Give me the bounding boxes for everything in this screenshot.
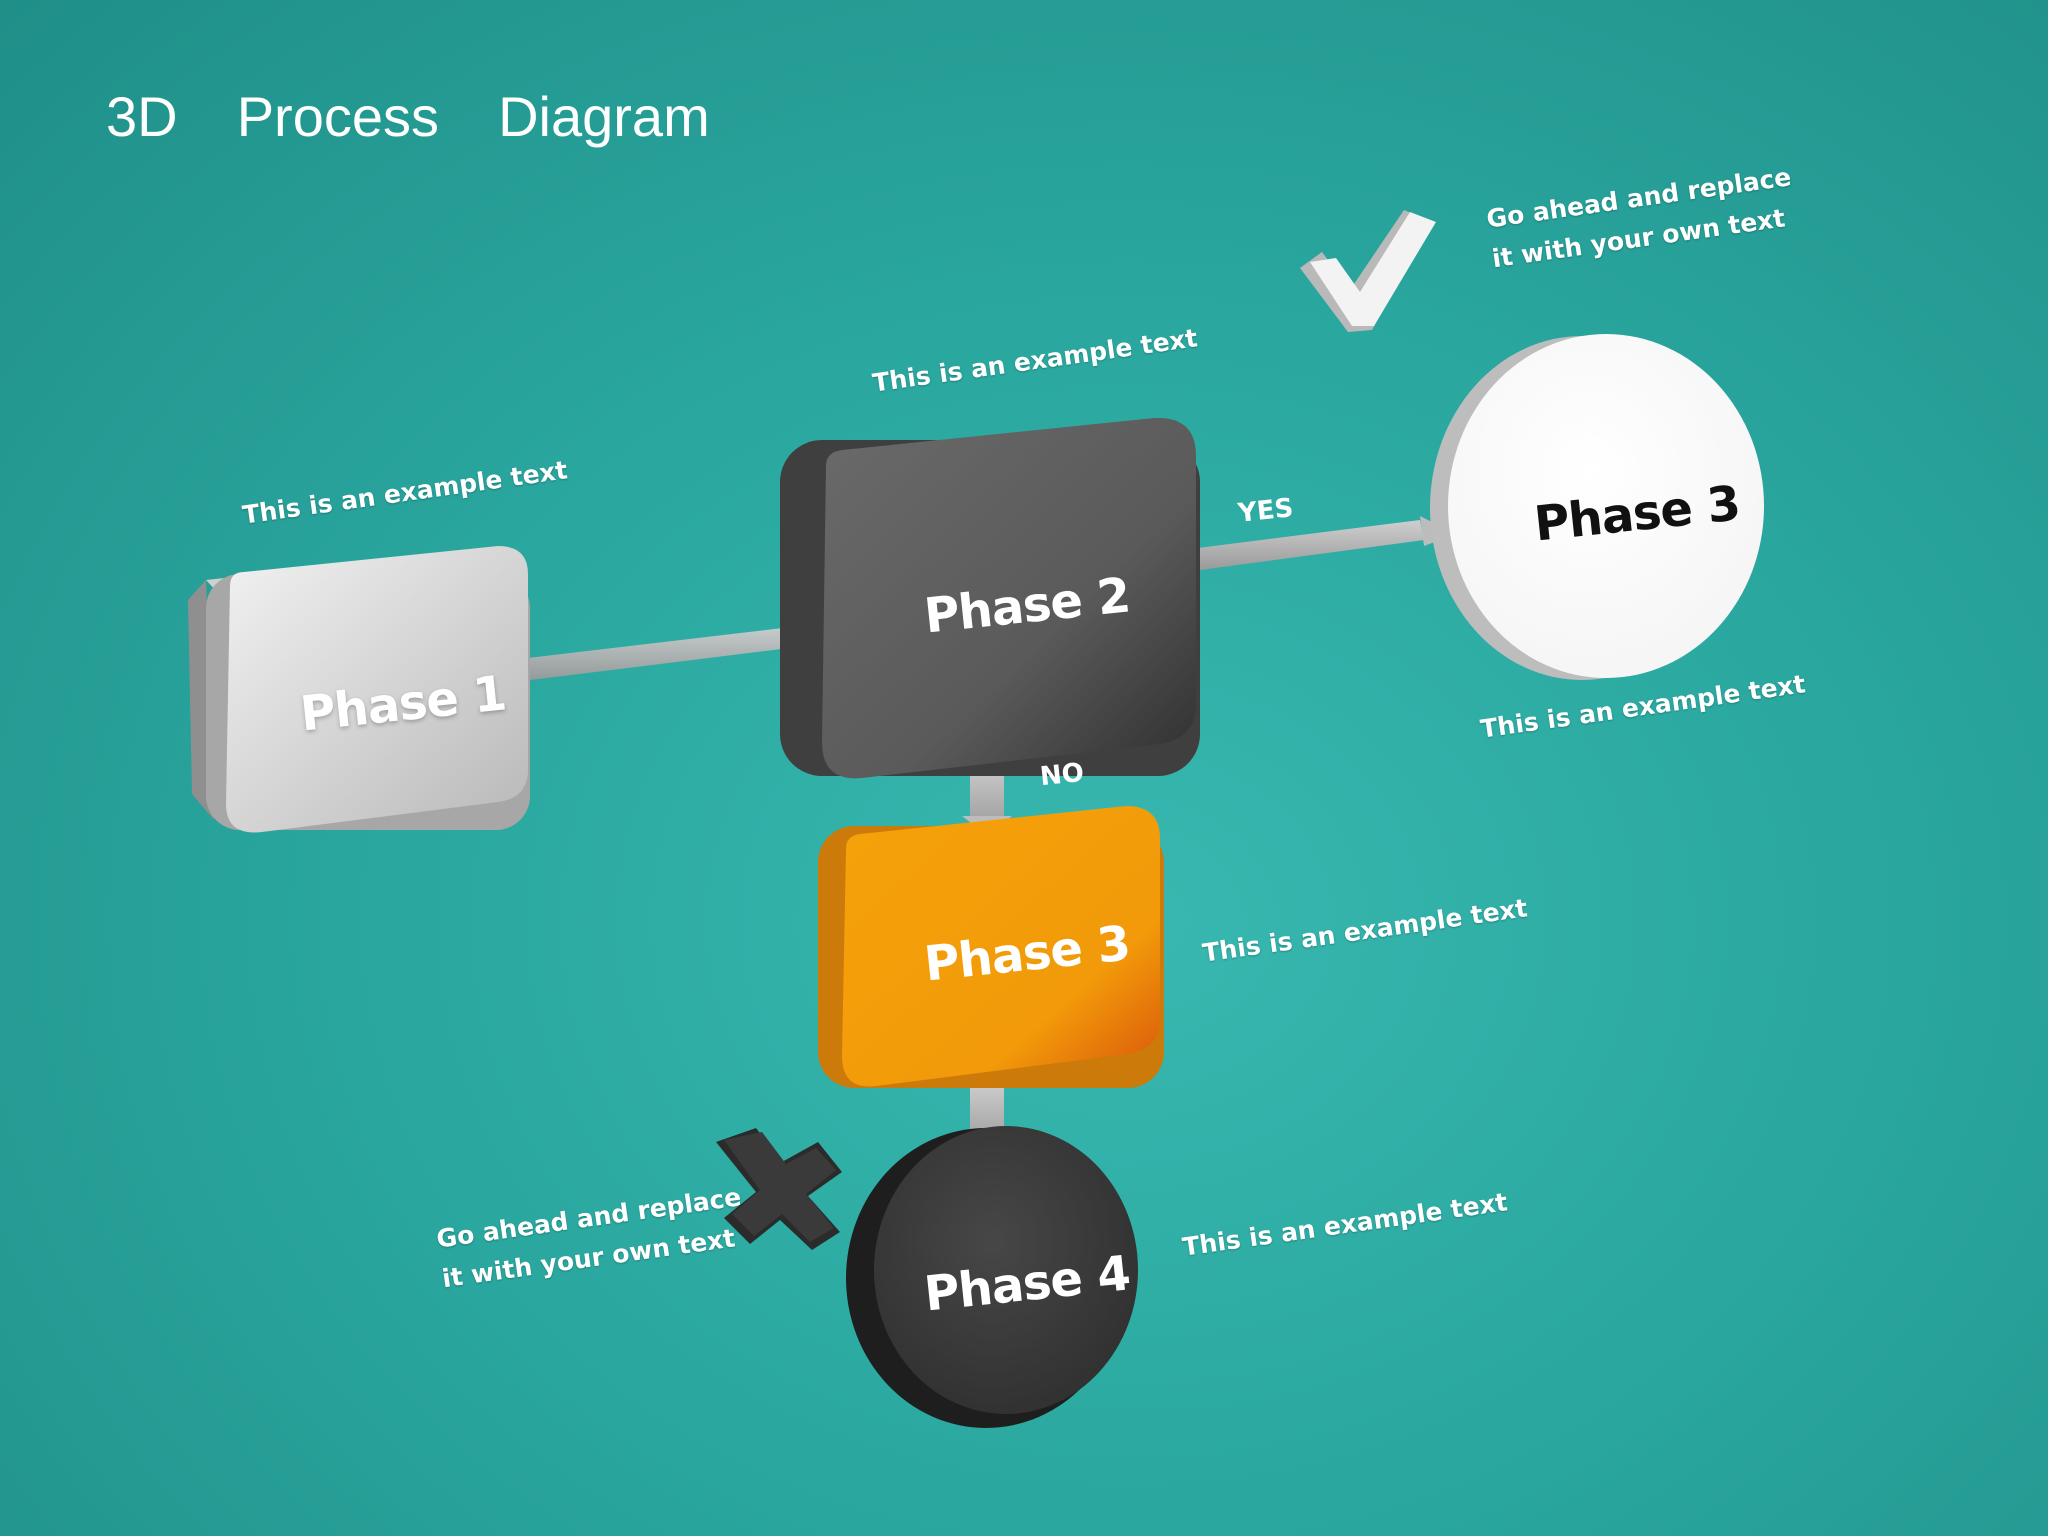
connector-phase1-phase2 [528, 618, 818, 680]
page-title: 3D Process Diagram [106, 85, 710, 148]
phase3-yes-cylinder [1430, 334, 1764, 680]
connector-phase2-phase3-yes [1198, 516, 1456, 570]
check-icon [1300, 210, 1436, 332]
yes-branch-label: YES [1236, 493, 1295, 529]
cross-icon [716, 1128, 842, 1250]
phase4-cylinder [846, 1126, 1138, 1428]
phase3-no-box [818, 806, 1164, 1088]
phase1-box [188, 546, 530, 833]
no-branch-label: NO [1038, 757, 1086, 793]
phase2-box [780, 417, 1200, 779]
